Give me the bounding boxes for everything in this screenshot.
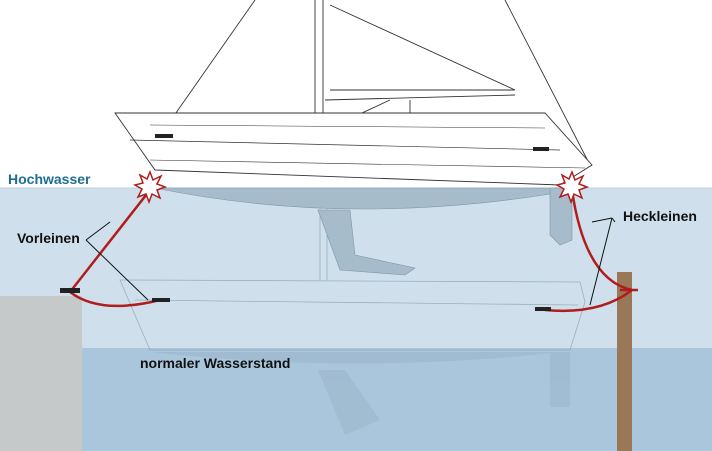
mooring-lines (69, 189, 638, 313)
bow-lines-label: Vorleinen (17, 230, 80, 246)
bow-line-high (69, 189, 151, 293)
bow-line-normal (69, 291, 161, 308)
sailboat-hull (114, 112, 593, 276)
stern-lines-label: Heckleinen (623, 208, 697, 224)
pier (0, 296, 82, 451)
burst-icon-bow (133, 169, 168, 205)
cleats (60, 288, 551, 311)
stress-burst-icons (133, 169, 590, 205)
boat-normal-level (119, 190, 586, 435)
normal-water-label: normaler Wasserstand (140, 355, 290, 371)
label-pointers (85, 217, 616, 306)
burst-icon-stern (555, 169, 590, 205)
stern-line-high (570, 189, 633, 292)
stern-line-normal (544, 289, 633, 313)
mooring-post (617, 272, 632, 451)
high-water-label: Hochwasser (8, 171, 91, 187)
